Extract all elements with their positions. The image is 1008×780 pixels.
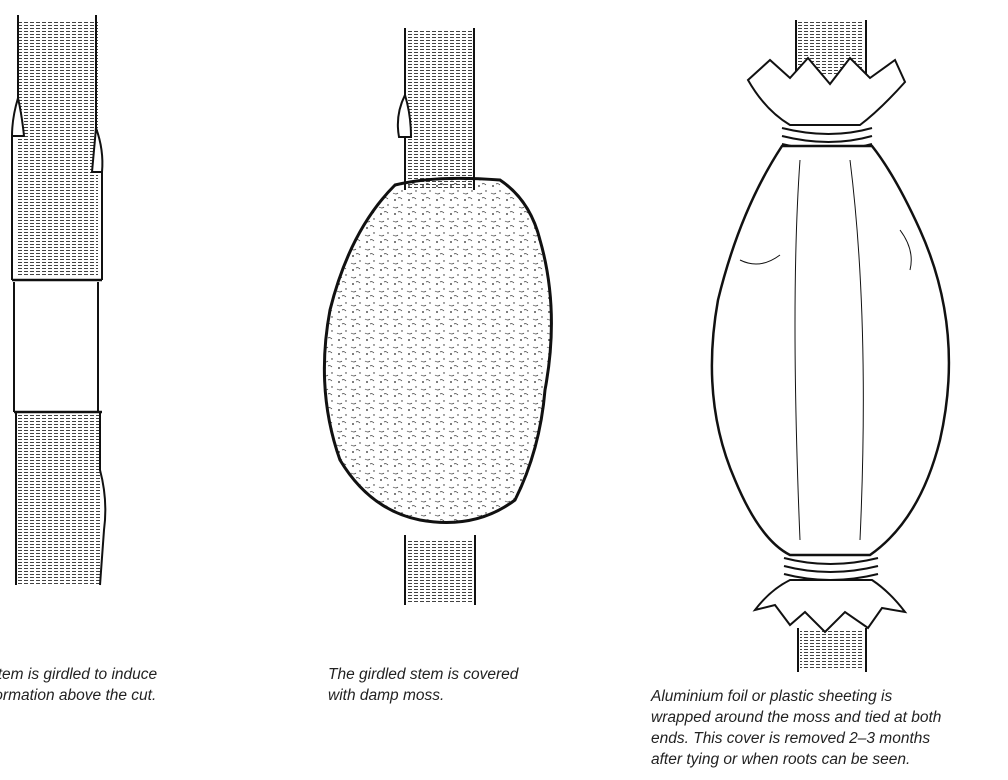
caption-girdled-stem: stem is girdled to induce formation abov… — [0, 664, 157, 706]
caption-line: formation above the cut. — [0, 685, 157, 706]
caption-line: stem is girdled to induce — [0, 664, 157, 685]
caption-wrapped-stem: Aluminium foil or plastic sheeting is wr… — [651, 686, 941, 770]
caption-moss-covered-stem: The girdled stem is covered with damp mo… — [328, 664, 518, 706]
caption-line: after tying or when roots can be seen. — [651, 749, 941, 770]
caption-line: The girdled stem is covered — [328, 664, 518, 685]
caption-line: wrapped around the moss and tied at both — [651, 707, 941, 728]
moss-covered-stem-drawing — [324, 28, 551, 605]
wrapped-stem-drawing — [712, 20, 949, 672]
caption-line: ends. This cover is removed 2–3 months — [651, 728, 941, 749]
girdled-stem-drawing — [12, 15, 105, 585]
caption-line: Aluminium foil or plastic sheeting is — [651, 686, 941, 707]
caption-line: with damp moss. — [328, 685, 518, 706]
